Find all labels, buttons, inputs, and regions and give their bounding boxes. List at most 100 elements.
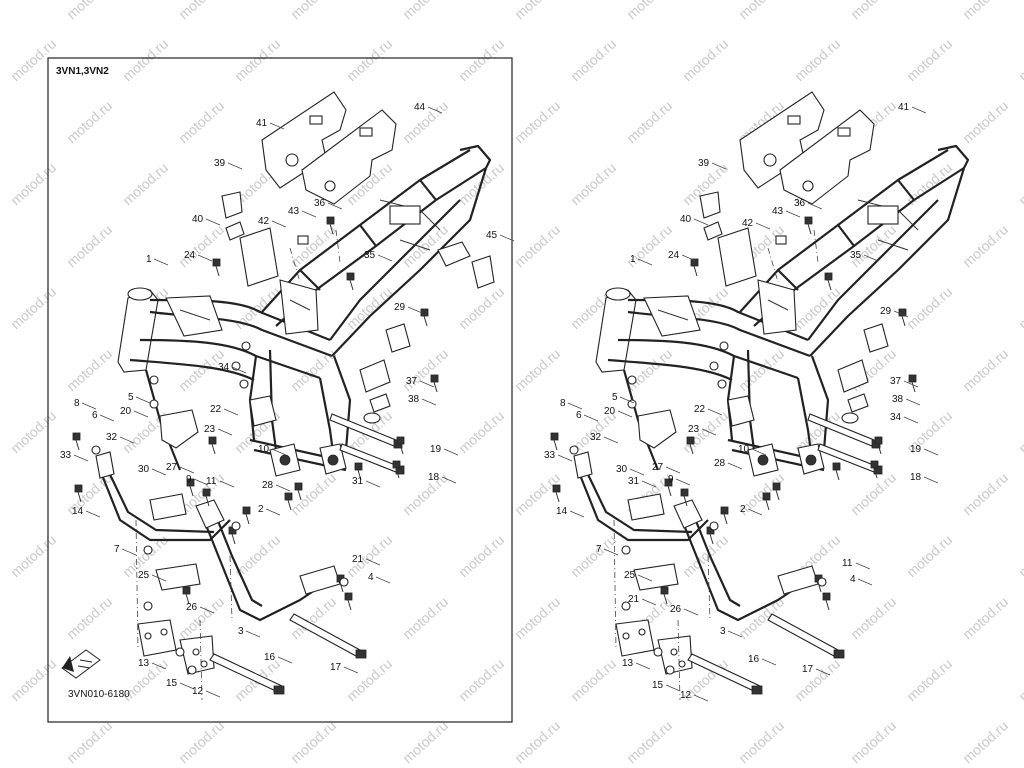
leader-line xyxy=(217,428,233,436)
watermark-text: motod.ru xyxy=(63,593,115,642)
watermark-text: motod.ru xyxy=(0,345,3,394)
callout-left-14: 14 xyxy=(72,506,84,517)
leader-line xyxy=(905,398,921,406)
callout-right-9: 9 xyxy=(668,474,674,485)
leader-line xyxy=(375,576,391,584)
watermark-text: motod.ru xyxy=(903,531,955,580)
watermark-text: motod.ru xyxy=(567,159,619,208)
callout-right-12: 12 xyxy=(680,690,692,701)
watermark-text: motod.ru xyxy=(791,35,843,84)
callout-left-26: 26 xyxy=(186,602,198,613)
leader-line xyxy=(557,454,573,462)
callout-right-29: 29 xyxy=(880,306,892,317)
watermark-text: motod.ru xyxy=(455,407,507,456)
callout-right-10: 10 xyxy=(738,444,750,455)
callout-right-22: 22 xyxy=(694,404,706,415)
leader-line xyxy=(327,202,343,210)
watermark-text: motod.ru xyxy=(119,159,171,208)
leader-line xyxy=(151,468,167,476)
watermark-text: motod.ru xyxy=(175,717,227,766)
leader-line xyxy=(923,476,939,484)
callout-left-8: 8 xyxy=(74,398,80,409)
watermark-text: motod.ru xyxy=(511,97,563,146)
watermark-text: motod.ru xyxy=(903,35,955,84)
leader-line xyxy=(443,448,459,456)
watermark-text: motod.ru xyxy=(0,593,3,642)
callout-right-18: 18 xyxy=(910,472,922,483)
callout-left-28: 28 xyxy=(262,480,274,491)
watermark-text: motod.ru xyxy=(679,531,731,580)
callout-left-40: 40 xyxy=(192,214,204,225)
leader-line xyxy=(863,254,879,262)
watermark-text: motod.ru xyxy=(399,593,451,642)
watermark-text: motod.ru xyxy=(1015,407,1024,456)
leader-line xyxy=(377,254,393,262)
callout-left-44: 44 xyxy=(414,102,426,113)
callout-left-7: 7 xyxy=(114,544,120,555)
callout-right-31: 31 xyxy=(628,476,640,487)
watermark-text: motod.ru xyxy=(511,221,563,270)
leader-line xyxy=(227,162,243,170)
watermark-text: motod.ru xyxy=(399,0,451,22)
leader-line xyxy=(179,466,195,474)
callout-left-43: 43 xyxy=(288,206,300,217)
callout-right-20: 20 xyxy=(604,406,616,417)
leader-line xyxy=(603,436,619,444)
leader-line xyxy=(205,218,221,226)
watermark-text: motod.ru xyxy=(847,593,899,642)
callout-right-15: 15 xyxy=(652,680,664,691)
leader-line xyxy=(583,414,599,422)
watermark-text: motod.ru xyxy=(567,655,619,704)
watermark-text: motod.ru xyxy=(455,655,507,704)
leader-line xyxy=(637,258,653,266)
leader-line xyxy=(903,380,919,388)
callout-right-38: 38 xyxy=(892,394,904,405)
callout-left-41: 41 xyxy=(256,118,268,129)
watermark-text: motod.ru xyxy=(399,97,451,146)
leader-line xyxy=(567,402,583,410)
watermark-text: motod.ru xyxy=(7,159,59,208)
leader-line xyxy=(727,630,743,638)
watermark-text: motod.ru xyxy=(623,97,675,146)
callout-left-4: 4 xyxy=(368,572,374,583)
callout-left-20: 20 xyxy=(120,406,132,417)
watermark-text: motod.ru xyxy=(63,0,115,22)
leader-line xyxy=(857,578,873,586)
callout-left-23: 23 xyxy=(204,424,216,435)
callout-left-29: 29 xyxy=(394,302,406,313)
leader-line xyxy=(665,684,681,692)
callout-left-37: 37 xyxy=(406,376,418,387)
watermark-text: motod.ru xyxy=(63,221,115,270)
leader-line xyxy=(893,310,909,318)
leader-line xyxy=(81,402,97,410)
leader-line xyxy=(637,574,653,582)
callout-right-8: 8 xyxy=(560,398,566,409)
callout-left-18: 18 xyxy=(428,472,440,483)
leader-line xyxy=(923,448,939,456)
leader-line xyxy=(665,466,681,474)
watermark-text: motod.ru xyxy=(0,717,3,766)
callout-right-26: 26 xyxy=(670,604,682,615)
callout-left-2: 2 xyxy=(258,504,264,515)
leader-line xyxy=(707,408,723,416)
callout-left-15: 15 xyxy=(166,678,178,689)
watermark-text: motod.ru xyxy=(119,35,171,84)
callouts-right: 1234567891011121314151617181920212223242… xyxy=(544,102,939,702)
leader-line xyxy=(761,658,777,666)
watermark-text: motod.ru xyxy=(287,717,339,766)
watermark-text: motod.ru xyxy=(231,35,283,84)
leader-line xyxy=(855,562,871,570)
callout-left-36: 36 xyxy=(314,198,326,209)
callout-right-39: 39 xyxy=(698,158,710,169)
leader-line xyxy=(269,122,285,130)
watermark-text: motod.ru xyxy=(455,531,507,580)
callout-left-38: 38 xyxy=(408,394,420,405)
leader-line xyxy=(197,254,213,262)
watermark-text: motod.ru xyxy=(455,35,507,84)
callout-left-5: 5 xyxy=(128,392,134,403)
leader-line xyxy=(755,222,771,230)
watermark-text: motod.ru xyxy=(567,531,619,580)
watermark-text: motod.ru xyxy=(735,717,787,766)
leader-line xyxy=(265,508,281,516)
leader-line xyxy=(683,608,699,616)
